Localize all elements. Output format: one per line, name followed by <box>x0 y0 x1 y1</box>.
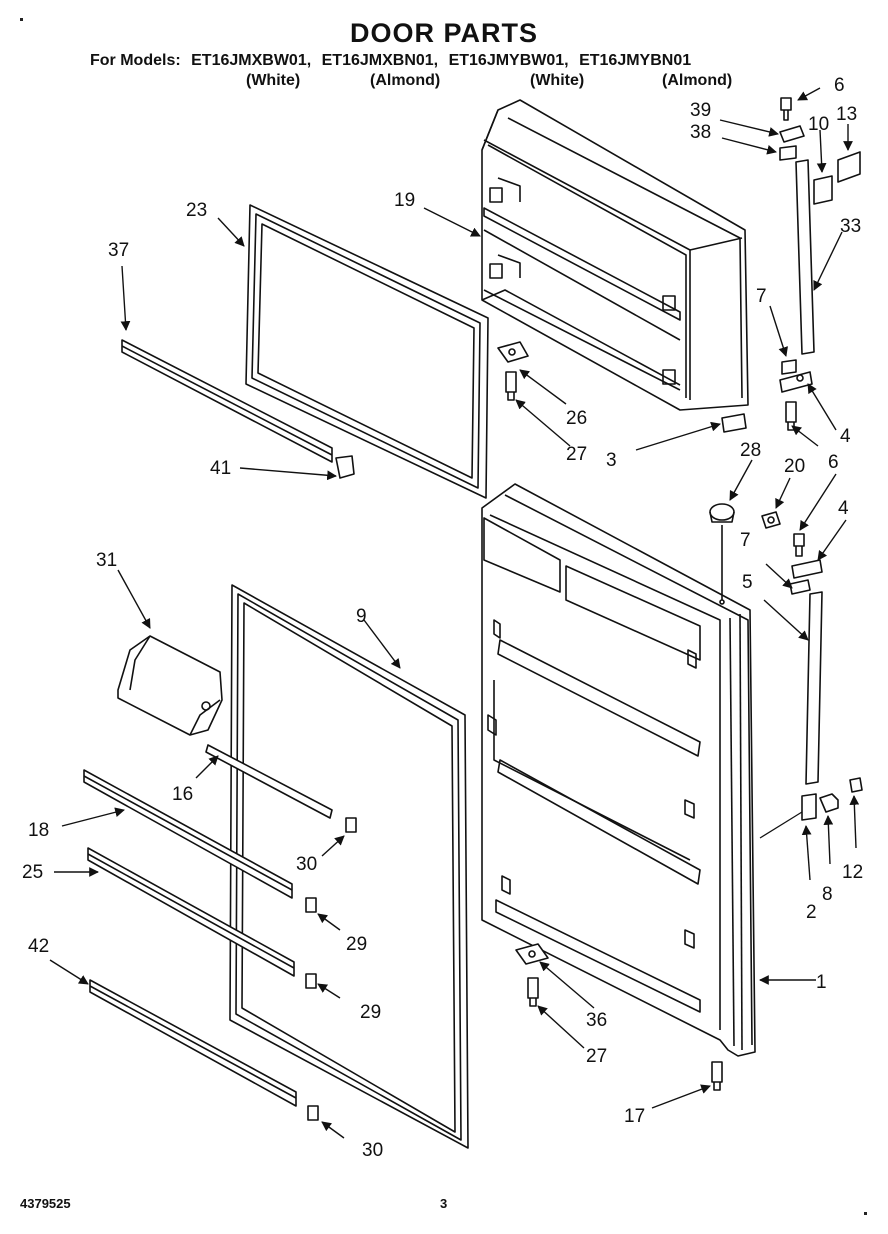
callout-4: 4 <box>840 426 851 447</box>
model-number: ET16JMXBW01, <box>191 52 312 69</box>
bottom-hinge-parts <box>515 777 863 1091</box>
callout-1: 1 <box>816 972 827 993</box>
callout-10: 10 <box>808 114 829 135</box>
freezer-door-gasket <box>245 204 489 499</box>
top-hinge-assembly <box>779 97 861 431</box>
fresh-food-door-liner <box>481 483 756 1057</box>
callout-numbers: 1 2 3 4 4 5 6 6 7 7 8 9 10 12 13 16 17 1… <box>22 75 863 1161</box>
callout-39: 39 <box>690 100 711 121</box>
callout-30: 30 <box>296 854 317 875</box>
callout-38: 38 <box>690 122 711 143</box>
rail-end-cap <box>335 455 355 479</box>
model-color: (White) <box>530 72 585 89</box>
callout-30: 30 <box>362 1140 383 1161</box>
callout-3: 3 <box>606 450 617 471</box>
callout-13: 13 <box>836 104 857 125</box>
callout-36: 36 <box>586 1010 607 1031</box>
page-number: 3 <box>440 1196 448 1211</box>
freezer-door-hinge-plate <box>497 341 747 433</box>
fresh-food-door-gasket <box>229 584 469 1149</box>
callout-37: 37 <box>108 240 129 261</box>
corner-mark <box>20 18 23 21</box>
document-number: 4379525 <box>20 1196 71 1211</box>
hinge-pointer <box>759 811 803 839</box>
callout-42: 42 <box>28 936 49 957</box>
model-color: (Almond) <box>662 72 733 89</box>
callout-2: 2 <box>806 902 817 923</box>
freezer-door-liner <box>481 99 749 411</box>
callout-17: 17 <box>624 1106 645 1127</box>
callout-20: 20 <box>784 456 805 477</box>
models-label: For Models: <box>90 52 181 69</box>
model-number: ET16JMYBW01, <box>448 52 569 69</box>
callout-28: 28 <box>740 440 761 461</box>
model-number: ET16JMYBN01 <box>579 52 692 69</box>
callout-31: 31 <box>96 550 117 571</box>
callout-26: 26 <box>566 408 587 429</box>
callout-27: 27 <box>586 1046 607 1067</box>
callout-7: 7 <box>740 530 751 551</box>
model-number: ET16JMXBN01, <box>321 52 439 69</box>
model-color: (White) <box>246 72 301 89</box>
callout-33: 33 <box>840 216 861 237</box>
callout-41: 41 <box>210 458 231 479</box>
rail-end-caps <box>305 817 357 1121</box>
corner-mark <box>864 1212 867 1215</box>
door-shelf-rails <box>83 744 333 1107</box>
callout-23: 23 <box>186 200 207 221</box>
center-hinge-parts <box>709 503 823 785</box>
model-list: For Models: ET16JMXBW01, ET16JMXBN01, ET… <box>90 52 697 70</box>
callout-5: 5 <box>742 572 753 593</box>
callout-27: 27 <box>566 444 587 465</box>
callout-29: 29 <box>346 934 367 955</box>
dairy-compartment-door <box>117 635 223 736</box>
callout-18: 18 <box>28 820 49 841</box>
callout-leaders <box>49 87 860 1139</box>
page-title: DOOR PARTS <box>349 18 538 48</box>
callout-12: 12 <box>842 862 863 883</box>
callout-7: 7 <box>756 286 767 307</box>
callout-25: 25 <box>22 862 43 883</box>
callout-29: 29 <box>360 1002 381 1023</box>
freezer-shelf-rail <box>121 339 333 463</box>
callout-6: 6 <box>828 452 839 473</box>
model-color: (Almond) <box>370 72 441 89</box>
callout-8: 8 <box>822 884 833 905</box>
callout-9: 9 <box>356 606 367 627</box>
callout-4: 4 <box>838 498 849 519</box>
callout-16: 16 <box>172 784 193 805</box>
callout-6: 6 <box>834 75 845 96</box>
callout-19: 19 <box>394 190 415 211</box>
